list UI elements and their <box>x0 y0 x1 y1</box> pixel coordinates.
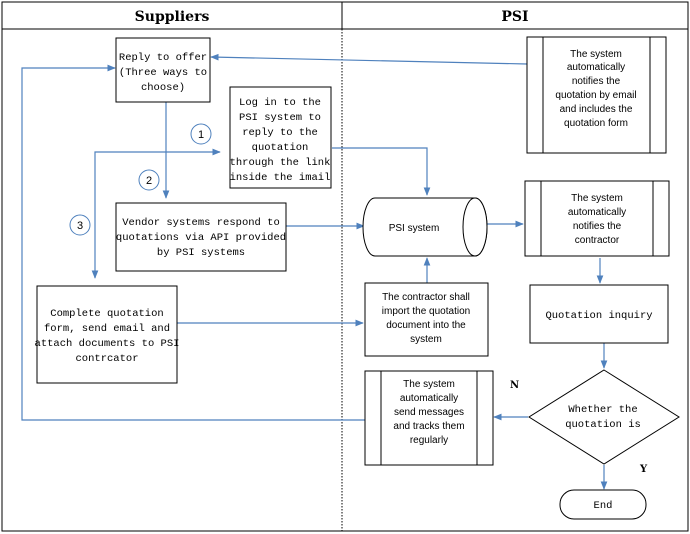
svg-text:notifies the: notifies the <box>573 221 622 232</box>
svg-text:and tracks them: and tracks them <box>393 421 464 432</box>
svg-text:Log in to the: Log in to the <box>239 97 321 109</box>
svg-text:inside the imail: inside the imail <box>230 172 331 184</box>
svg-text:3: 3 <box>77 220 83 232</box>
lane-title-psi: PSI <box>501 9 528 25</box>
svg-text:PSI system: PSI system <box>389 223 440 234</box>
svg-text:quotation by email: quotation by email <box>555 90 636 101</box>
arrow-option-3 <box>91 151 166 279</box>
svg-text:quotation: quotation <box>252 142 309 154</box>
svg-text:quotation is: quotation is <box>565 419 641 431</box>
label-no: N <box>510 380 519 391</box>
svg-text:through the link: through the link <box>230 157 331 169</box>
svg-text:quotations via API provided: quotations via API provided <box>116 232 286 244</box>
node-notify-email: The system automatically notifies the qu… <box>526 36 667 154</box>
svg-text:2: 2 <box>146 175 152 187</box>
svg-text:and includes the: and includes the <box>560 104 633 115</box>
svg-text:1: 1 <box>198 129 204 141</box>
svg-text:The system: The system <box>571 193 623 204</box>
svg-text:The system: The system <box>570 49 622 60</box>
svg-text:form, send email and: form, send email and <box>44 323 170 335</box>
arrow-login-to-psi <box>332 147 431 196</box>
svg-text:document into the: document into the <box>386 320 466 331</box>
node-reply-offer: Reply to offer (Three ways to choose) <box>115 37 211 103</box>
node-contractor-import: The contractor shall import the quotatio… <box>364 282 489 357</box>
node-notify-contractor: The system automatically notifies the co… <box>524 180 670 257</box>
svg-text:system: system <box>410 334 442 345</box>
svg-text:contrcator: contrcator <box>75 353 138 365</box>
svg-text:(Three ways to: (Three ways to <box>119 67 207 79</box>
svg-text:Quotation inquiry: Quotation inquiry <box>545 310 652 322</box>
node-complete-form: Complete quotation form, send email and … <box>35 285 180 384</box>
node-send-messages: The system automatically send messages a… <box>364 370 494 466</box>
label-yes: Y <box>639 464 648 475</box>
svg-text:The system: The system <box>403 379 455 390</box>
svg-text:PSI system to: PSI system to <box>239 112 321 124</box>
svg-text:Complete quotation: Complete quotation <box>50 308 163 320</box>
arrow-notify-to-reply <box>210 53 528 65</box>
node-end: End <box>559 489 647 520</box>
node-login-psi: Log in to the PSI system to reply to the… <box>229 86 332 189</box>
svg-text:import the quotation: import the quotation <box>382 306 470 317</box>
node-decision: Whether the quotation is <box>528 369 680 465</box>
marker-option-1: 1 <box>190 123 212 145</box>
node-vendor-api: Vendor systems respond to quotations via… <box>115 202 287 272</box>
svg-text:The contractor shall: The contractor shall <box>382 292 470 303</box>
svg-text:automatically: automatically <box>568 207 626 218</box>
svg-text:Whether the: Whether the <box>568 404 637 416</box>
node-psi-system: PSI system <box>362 197 488 257</box>
svg-text:regularly: regularly <box>410 435 448 446</box>
svg-text:notifies the: notifies the <box>572 76 621 87</box>
svg-text:reply to the: reply to the <box>242 127 318 139</box>
svg-text:automatically: automatically <box>400 393 458 404</box>
svg-text:End: End <box>594 500 613 512</box>
svg-text:Vendor systems respond to: Vendor systems respond to <box>122 217 280 229</box>
arrow-messages-to-reply <box>21 64 365 421</box>
svg-text:Reply to offer: Reply to offer <box>119 52 207 64</box>
svg-text:by PSI systems: by PSI systems <box>157 247 245 259</box>
svg-text:attach documents to PSI: attach documents to PSI <box>35 338 180 350</box>
svg-text:contractor: contractor <box>575 235 620 246</box>
marker-option-3: 3 <box>69 214 91 236</box>
svg-text:choose): choose) <box>141 82 185 94</box>
marker-option-2: 2 <box>138 169 160 191</box>
lane-title-suppliers: Suppliers <box>135 9 210 25</box>
node-quotation-inquiry: Quotation inquiry <box>529 284 669 344</box>
svg-text:send messages: send messages <box>394 407 464 418</box>
svg-text:quotation form: quotation form <box>564 118 628 129</box>
svg-text:automatically: automatically <box>567 62 625 73</box>
